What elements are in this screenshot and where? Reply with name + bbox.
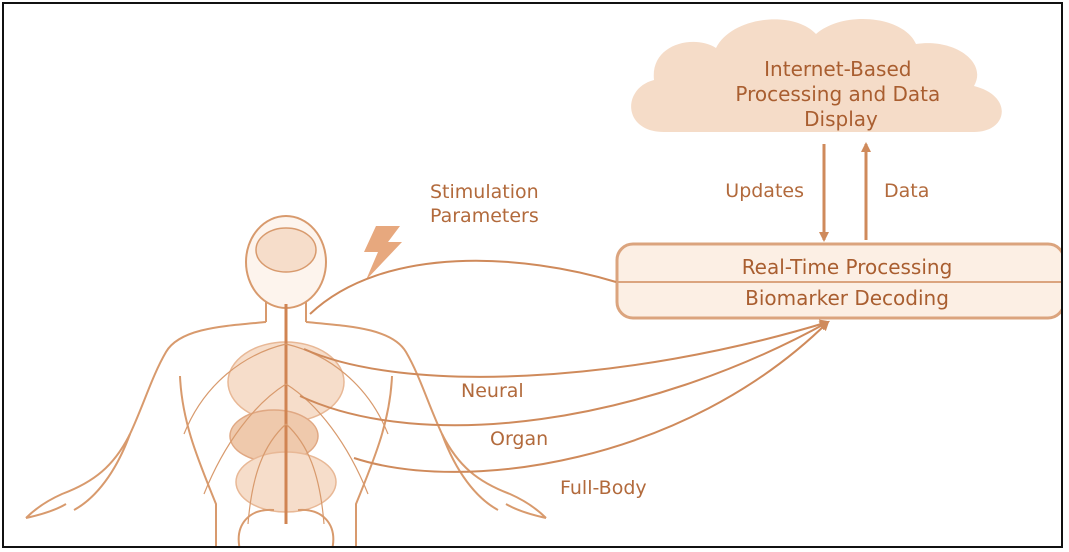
stimulation-line-2: Parameters (430, 205, 539, 227)
full-body-label: Full-Body (560, 477, 647, 499)
stimulation-line-1: Stimulation (430, 181, 539, 203)
biomarker-decoding-label: Biomarker Decoding (745, 286, 949, 310)
lightning-icon (364, 226, 402, 280)
updates-label: Updates (725, 180, 804, 202)
neural-curve (304, 322, 828, 377)
stimulation-parameters-label: Stimulation Parameters (430, 181, 545, 227)
full-body-curve (354, 322, 828, 472)
cloud-line-2: Processing and Data (735, 82, 940, 106)
cloud-line-1: Internet-Based (764, 57, 911, 81)
diagram-canvas: Internet-Based Processing and Data Displ… (4, 4, 1063, 548)
data-label: Data (884, 180, 929, 202)
real-time-processing-label: Real-Time Processing (742, 255, 953, 279)
stimulation-curve (310, 261, 616, 314)
cloud-line-3: Display (804, 107, 878, 131)
neural-label: Neural (461, 380, 524, 402)
organ-label: Organ (490, 428, 548, 450)
